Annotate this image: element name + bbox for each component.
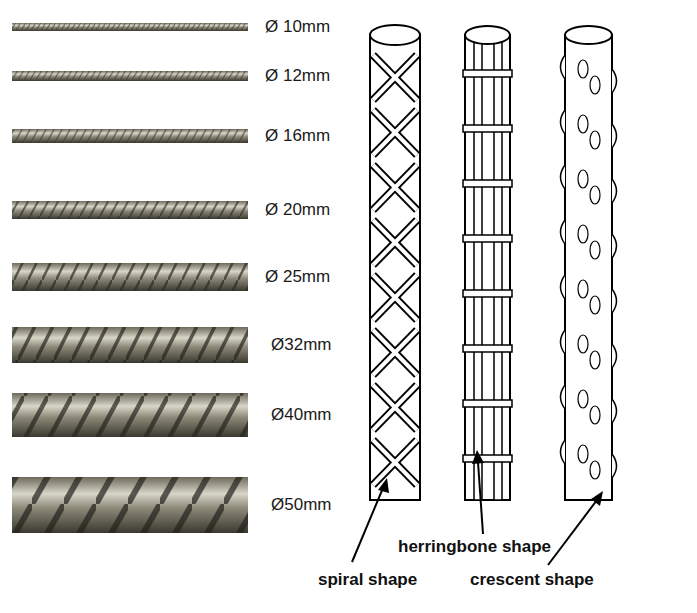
shape-label: herringbone shape [398, 538, 551, 557]
diameter-label: Ø 16mm [265, 127, 330, 146]
diameter-label: Ø 10mm [265, 18, 330, 37]
diameter-label: Ø40mm [271, 406, 331, 425]
diameter-label: Ø50mm [271, 496, 331, 515]
diameter-label: Ø32mm [271, 336, 331, 355]
diameter-label: Ø 12mm [265, 67, 330, 86]
diameter-label: Ø 25mm [265, 268, 330, 287]
shape-label: crescent shape [470, 571, 594, 590]
diameter-label: Ø 20mm [265, 201, 330, 220]
shape-label: spiral shape [318, 571, 417, 590]
